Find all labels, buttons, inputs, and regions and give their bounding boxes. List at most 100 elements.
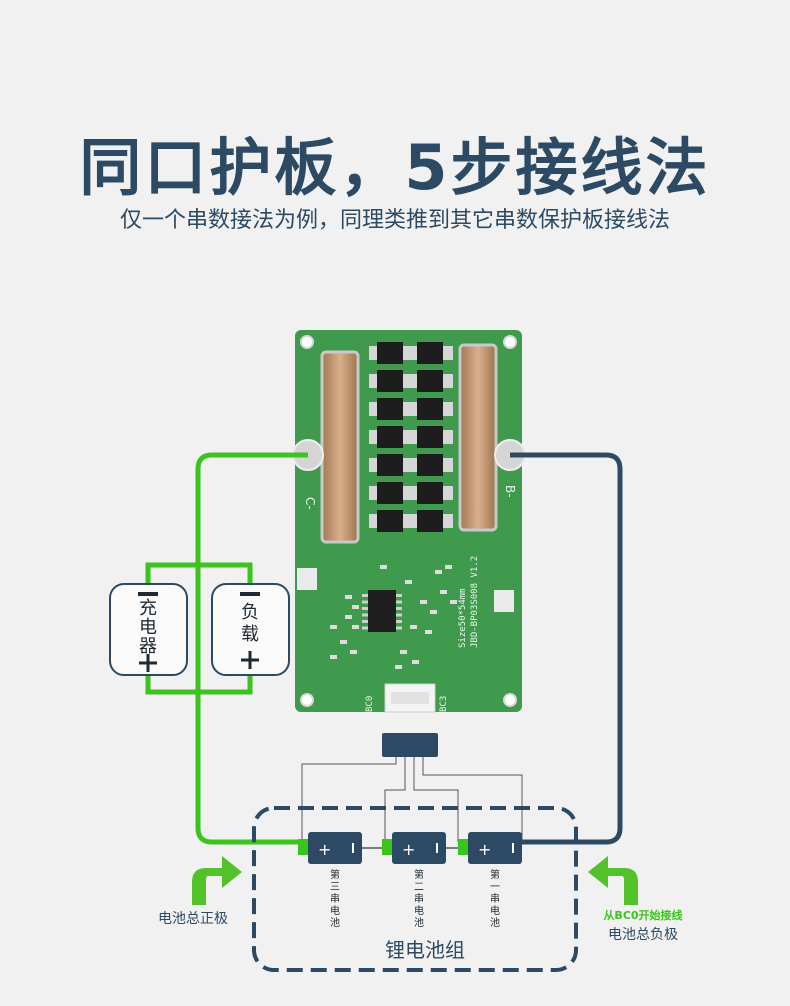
smd-part bbox=[405, 580, 412, 584]
protection-board: C- B- Size50*54mm JBD-BP03S008 V1.2 BC0 … bbox=[292, 330, 526, 713]
balance-lead-bc1 bbox=[384, 757, 406, 842]
balance-plug bbox=[382, 733, 438, 757]
mosfet bbox=[377, 510, 403, 532]
ic-pin bbox=[362, 620, 368, 623]
charger-plus-icon bbox=[139, 654, 157, 672]
cell-label-char: 电 bbox=[490, 904, 500, 917]
load-label-2: 载 bbox=[241, 624, 259, 645]
mosfet bbox=[417, 510, 443, 532]
cell-label-char: 一 bbox=[490, 882, 500, 893]
page-subtitle: 仅一个串数接法为例，同理类推到其它串数保护板接线法 bbox=[119, 208, 670, 233]
balance-lead-bc0 bbox=[301, 757, 397, 842]
ic-pin bbox=[396, 613, 402, 617]
battery-group-label: 锂电池组 bbox=[385, 938, 465, 962]
balance-lead-bc2 bbox=[413, 757, 459, 842]
charger-label-3: 器 bbox=[139, 636, 157, 657]
pad-b-minus-label: B- bbox=[503, 485, 517, 498]
balance-pad bbox=[297, 568, 317, 590]
smd-part bbox=[400, 650, 407, 654]
mount-hole bbox=[503, 335, 517, 349]
load-plus-icon bbox=[241, 651, 259, 669]
mosfet bbox=[377, 482, 403, 504]
cell-label-char: 池 bbox=[414, 916, 424, 929]
mosfet bbox=[417, 482, 443, 504]
smd-part bbox=[352, 605, 359, 609]
arrow-negative-icon bbox=[588, 856, 638, 905]
annotation-start-hint: 从BC0开始接线 bbox=[603, 908, 682, 922]
cell-label-char: 第 bbox=[490, 868, 500, 881]
cell-minus-sign bbox=[512, 843, 514, 853]
ic-pin bbox=[362, 613, 368, 617]
ic-pin bbox=[362, 626, 368, 630]
annotation-positive: 电池总正极 bbox=[158, 911, 228, 927]
ic-pin bbox=[396, 620, 402, 623]
load-box bbox=[211, 583, 290, 676]
mosfet bbox=[377, 342, 403, 364]
smd-part bbox=[380, 565, 387, 569]
cell-label-char: 电 bbox=[414, 904, 424, 917]
smd-part bbox=[450, 600, 457, 604]
ic-pin bbox=[396, 607, 402, 610]
charger-box bbox=[109, 583, 188, 676]
cell-label-char: 池 bbox=[490, 916, 500, 929]
connector-slot bbox=[391, 692, 429, 704]
mount-hole bbox=[300, 335, 314, 349]
smd-part bbox=[420, 600, 427, 604]
board-model-label: JBD-BP03S008 V1.2 bbox=[470, 556, 480, 648]
smd-part bbox=[352, 625, 359, 629]
connector-bc3-label: BC3 bbox=[439, 696, 449, 712]
copper-strip-left bbox=[320, 350, 360, 544]
mosfet bbox=[417, 342, 443, 364]
charger-label-2: 电 bbox=[139, 617, 157, 638]
cell-positive-terminal bbox=[298, 839, 308, 855]
smd-part bbox=[425, 630, 432, 634]
cell-positive-terminal bbox=[382, 839, 392, 855]
load-label-1: 负 bbox=[241, 602, 259, 623]
cell-plus-sign: + bbox=[402, 840, 415, 859]
arrow-positive-icon bbox=[192, 856, 242, 905]
ic-pin bbox=[362, 594, 368, 597]
ic-pin bbox=[362, 600, 368, 604]
smd-part bbox=[330, 655, 337, 659]
annotation-negative: 电池总负极 bbox=[608, 927, 678, 943]
smd-part bbox=[435, 570, 442, 574]
cell-minus-sign bbox=[352, 843, 354, 853]
smd-part bbox=[412, 660, 419, 664]
charger-label-1: 充 bbox=[139, 598, 157, 619]
smd-part bbox=[445, 565, 452, 569]
mosfet bbox=[417, 398, 443, 420]
balance-pad bbox=[494, 590, 514, 612]
smd-part bbox=[345, 615, 352, 619]
cell-positive-terminal bbox=[458, 839, 468, 855]
load-minus-icon bbox=[240, 592, 260, 596]
cell-plus-sign: + bbox=[478, 840, 491, 859]
smd-part bbox=[410, 625, 417, 629]
ic-pin bbox=[362, 607, 368, 610]
ic-pin bbox=[396, 600, 402, 604]
mosfet bbox=[417, 426, 443, 448]
cell-label-char: 电 bbox=[330, 904, 340, 917]
charger-minus-icon bbox=[138, 592, 158, 596]
smd-part bbox=[330, 625, 337, 629]
ic-pin bbox=[396, 626, 402, 630]
ic-pin bbox=[396, 594, 402, 597]
mount-hole bbox=[503, 693, 517, 707]
cell-label-char: 二 bbox=[414, 882, 424, 893]
mosfet bbox=[377, 454, 403, 476]
cell-body bbox=[468, 832, 522, 864]
cell-label-char: 三 bbox=[330, 882, 340, 893]
smd-part bbox=[350, 650, 357, 654]
charger: 充 电 器 bbox=[109, 583, 188, 676]
smd-part bbox=[395, 665, 402, 669]
load: 负 载 bbox=[211, 583, 290, 676]
battery-group-frame bbox=[252, 806, 578, 972]
cell-label-char: 池 bbox=[330, 916, 340, 929]
cell-label-char: 串 bbox=[330, 893, 340, 905]
smd-part bbox=[340, 640, 347, 644]
smd-part bbox=[440, 590, 447, 594]
